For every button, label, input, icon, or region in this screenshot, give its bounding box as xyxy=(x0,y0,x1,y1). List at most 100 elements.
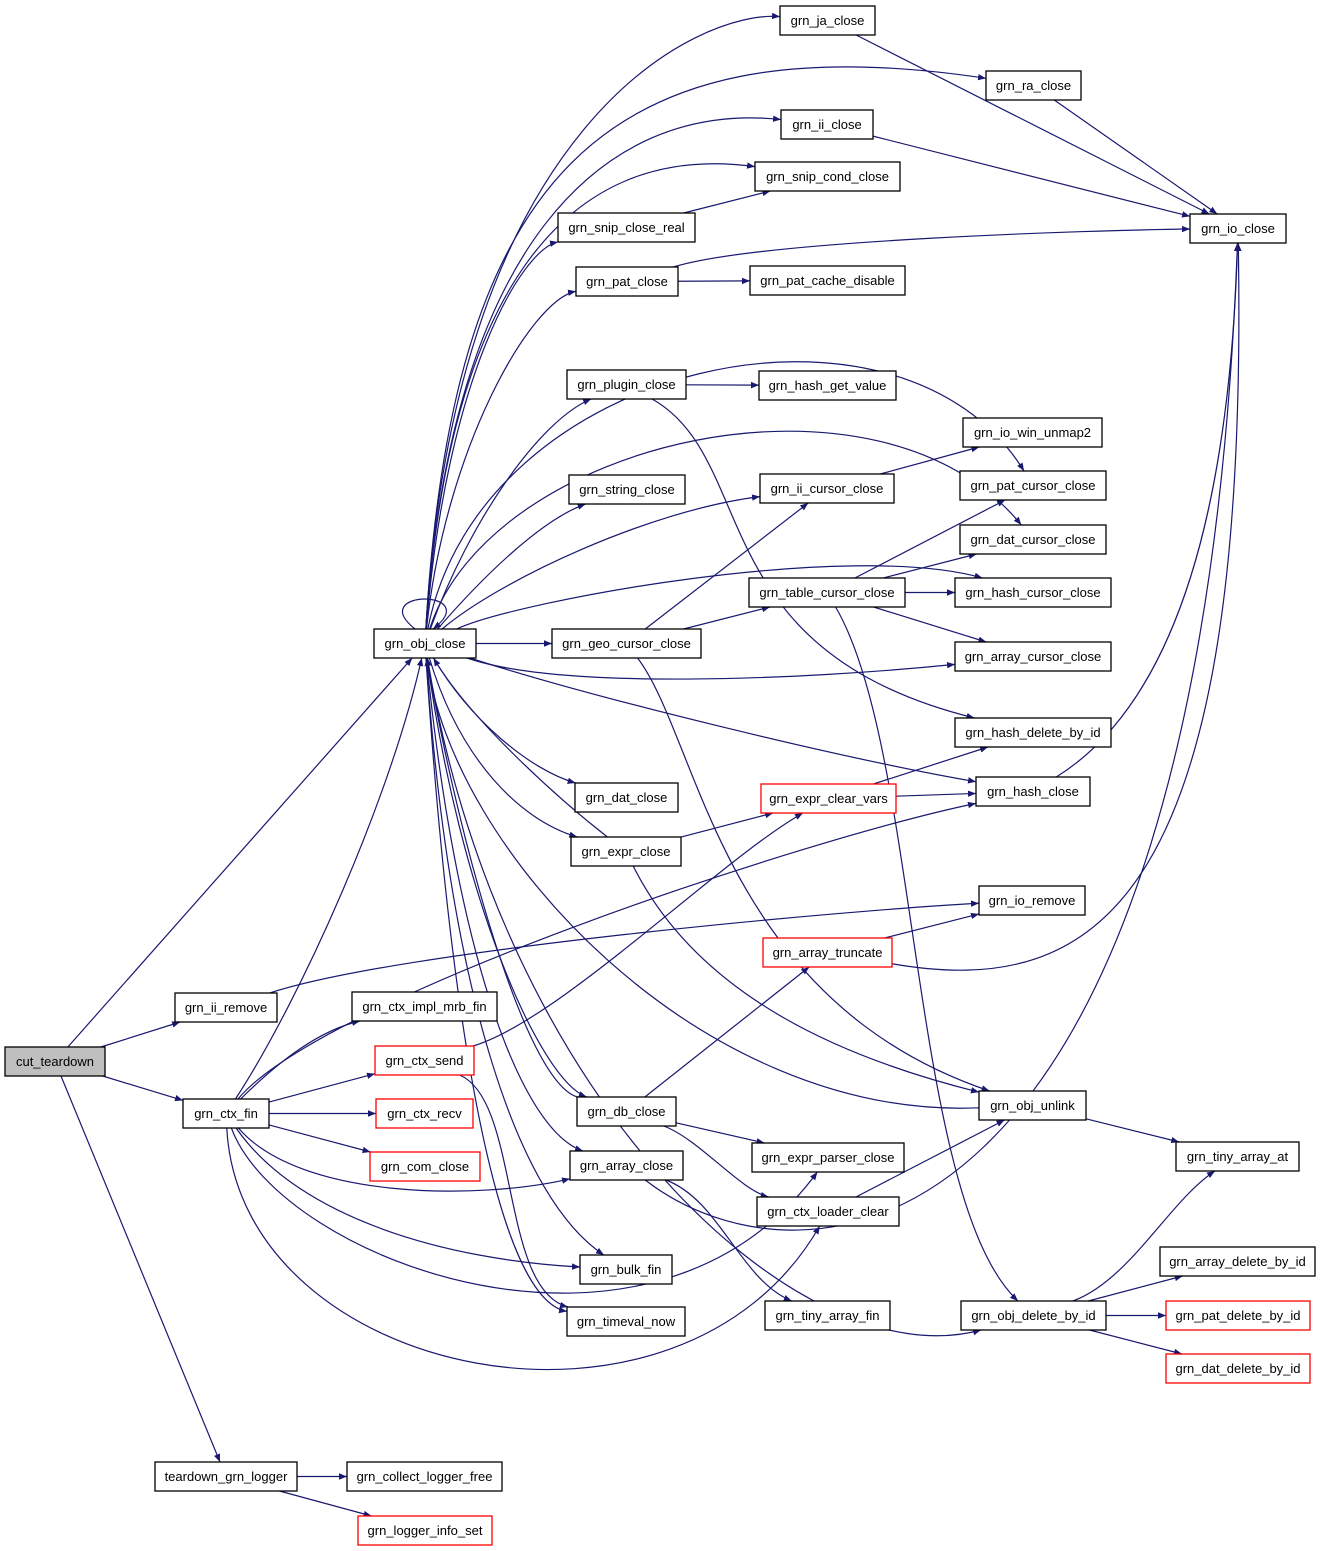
node-box[interactable] xyxy=(574,782,679,813)
node-grn_ra_close[interactable]: grn_ra_close xyxy=(985,70,1082,101)
node-box[interactable] xyxy=(566,1306,686,1337)
node-grn_array_close[interactable]: grn_array_close xyxy=(569,1150,684,1181)
node-grn_ctx_loader_clear[interactable]: grn_ctx_loader_clear xyxy=(756,1196,900,1227)
node-box[interactable] xyxy=(346,1461,503,1492)
node-grn_geo_cursor_close[interactable]: grn_geo_cursor_close xyxy=(551,628,702,659)
node-box[interactable] xyxy=(780,109,874,140)
node-grn_array_truncate[interactable]: grn_array_truncate xyxy=(762,937,893,968)
node-grn_io_close[interactable]: grn_io_close xyxy=(1189,213,1287,244)
node-grn_collect_logger_free[interactable]: grn_collect_logger_free xyxy=(346,1461,503,1492)
node-grn_ii_remove[interactable]: grn_ii_remove xyxy=(174,992,278,1023)
node-box[interactable] xyxy=(1165,1300,1311,1331)
node-box[interactable] xyxy=(749,265,906,296)
node-box[interactable] xyxy=(751,1142,905,1173)
node-grn_ii_cursor_close[interactable]: grn_ii_cursor_close xyxy=(759,473,895,504)
node-grn_expr_clear_vars[interactable]: grn_expr_clear_vars xyxy=(760,783,897,814)
node-box[interactable] xyxy=(1159,1246,1316,1277)
node-grn_ja_close[interactable]: grn_ja_close xyxy=(779,5,876,36)
node-box[interactable] xyxy=(351,991,498,1022)
node-teardown_grn_logger[interactable]: teardown_grn_logger xyxy=(154,1461,298,1492)
node-grn_com_close[interactable]: grn_com_close xyxy=(369,1151,481,1182)
node-box[interactable] xyxy=(374,1045,475,1076)
node-box[interactable] xyxy=(756,1196,900,1227)
node-grn_snip_close_real[interactable]: grn_snip_close_real xyxy=(557,212,696,243)
node-box[interactable] xyxy=(959,524,1107,555)
node-box[interactable] xyxy=(566,369,687,400)
node-box[interactable] xyxy=(779,5,876,36)
node-box[interactable] xyxy=(954,577,1112,608)
node-grn_pat_cursor_close[interactable]: grn_pat_cursor_close xyxy=(959,470,1107,501)
node-grn_ii_close[interactable]: grn_ii_close xyxy=(780,109,874,140)
node-grn_snip_cond_close[interactable]: grn_snip_cond_close xyxy=(754,161,901,192)
node-grn_tiny_array_at[interactable]: grn_tiny_array_at xyxy=(1175,1141,1300,1172)
node-grn_obj_close[interactable]: grn_obj_close xyxy=(373,628,477,659)
node-box[interactable] xyxy=(760,783,897,814)
node-box[interactable] xyxy=(357,1515,493,1546)
node-box[interactable] xyxy=(557,212,696,243)
node-grn_io_remove[interactable]: grn_io_remove xyxy=(978,885,1086,916)
node-box[interactable] xyxy=(762,937,893,968)
node-box[interactable] xyxy=(960,1300,1107,1331)
node-grn_obj_delete_by_id[interactable]: grn_obj_delete_by_id xyxy=(960,1300,1107,1331)
node-box[interactable] xyxy=(576,1096,677,1127)
node-grn_dat_close[interactable]: grn_dat_close xyxy=(574,782,679,813)
node-box[interactable] xyxy=(568,474,686,505)
node-grn_array_cursor_close[interactable]: grn_array_cursor_close xyxy=(954,641,1112,672)
node-cut_teardown[interactable]: cut_teardown xyxy=(4,1046,106,1077)
node-box[interactable] xyxy=(764,1300,891,1331)
node-grn_expr_close[interactable]: grn_expr_close xyxy=(570,836,682,867)
node-box[interactable] xyxy=(551,628,702,659)
node-box[interactable] xyxy=(375,1098,474,1129)
node-box[interactable] xyxy=(975,776,1091,807)
node-grn_bulk_fin[interactable]: grn_bulk_fin xyxy=(579,1254,673,1285)
node-grn_dat_delete_by_id[interactable]: grn_dat_delete_by_id xyxy=(1165,1353,1311,1384)
node-grn_plugin_close[interactable]: grn_plugin_close xyxy=(566,369,687,400)
node-box[interactable] xyxy=(575,266,679,297)
node-grn_io_win_unmap2[interactable]: grn_io_win_unmap2 xyxy=(962,417,1103,448)
node-box[interactable] xyxy=(570,836,682,867)
node-box[interactable] xyxy=(4,1046,106,1077)
node-grn_obj_unlink[interactable]: grn_obj_unlink xyxy=(978,1090,1087,1121)
node-box[interactable] xyxy=(978,885,1086,916)
node-box[interactable] xyxy=(959,470,1107,501)
node-grn_tiny_array_fin[interactable]: grn_tiny_array_fin xyxy=(764,1300,891,1331)
node-box[interactable] xyxy=(954,717,1112,748)
node-box[interactable] xyxy=(758,370,897,401)
node-grn_ctx_impl_mrb_fin[interactable]: grn_ctx_impl_mrb_fin xyxy=(351,991,498,1022)
node-grn_string_close[interactable]: grn_string_close xyxy=(568,474,686,505)
node-grn_ctx_fin[interactable]: grn_ctx_fin xyxy=(182,1098,270,1129)
node-grn_pat_close[interactable]: grn_pat_close xyxy=(575,266,679,297)
node-grn_logger_info_set[interactable]: grn_logger_info_set xyxy=(357,1515,493,1546)
node-box[interactable] xyxy=(1189,213,1287,244)
node-grn_timeval_now[interactable]: grn_timeval_now xyxy=(566,1306,686,1337)
node-box[interactable] xyxy=(174,992,278,1023)
node-box[interactable] xyxy=(579,1254,673,1285)
node-box[interactable] xyxy=(373,628,477,659)
node-box[interactable] xyxy=(754,161,901,192)
node-grn_pat_cache_disable[interactable]: grn_pat_cache_disable xyxy=(749,265,906,296)
node-grn_ctx_recv[interactable]: grn_ctx_recv xyxy=(375,1098,474,1129)
node-grn_pat_delete_by_id[interactable]: grn_pat_delete_by_id xyxy=(1165,1300,1311,1331)
node-box[interactable] xyxy=(154,1461,298,1492)
node-box[interactable] xyxy=(985,70,1082,101)
node-box[interactable] xyxy=(748,577,906,608)
node-grn_hash_close[interactable]: grn_hash_close xyxy=(975,776,1091,807)
node-grn_hash_delete_by_id[interactable]: grn_hash_delete_by_id xyxy=(954,717,1112,748)
node-grn_table_cursor_close[interactable]: grn_table_cursor_close xyxy=(748,577,906,608)
node-box[interactable] xyxy=(1175,1141,1300,1172)
node-grn_array_delete_by_id[interactable]: grn_array_delete_by_id xyxy=(1159,1246,1316,1277)
node-grn_expr_parser_close[interactable]: grn_expr_parser_close xyxy=(751,1142,905,1173)
node-grn_hash_cursor_close[interactable]: grn_hash_cursor_close xyxy=(954,577,1112,608)
node-box[interactable] xyxy=(954,641,1112,672)
node-box[interactable] xyxy=(369,1151,481,1182)
node-box[interactable] xyxy=(759,473,895,504)
node-grn_db_close[interactable]: grn_db_close xyxy=(576,1096,677,1127)
node-box[interactable] xyxy=(962,417,1103,448)
node-grn_hash_get_value[interactable]: grn_hash_get_value xyxy=(758,370,897,401)
node-grn_dat_cursor_close[interactable]: grn_dat_cursor_close xyxy=(959,524,1107,555)
node-grn_ctx_send[interactable]: grn_ctx_send xyxy=(374,1045,475,1076)
node-box[interactable] xyxy=(182,1098,270,1129)
node-box[interactable] xyxy=(978,1090,1087,1121)
node-box[interactable] xyxy=(1165,1353,1311,1384)
node-box[interactable] xyxy=(569,1150,684,1181)
